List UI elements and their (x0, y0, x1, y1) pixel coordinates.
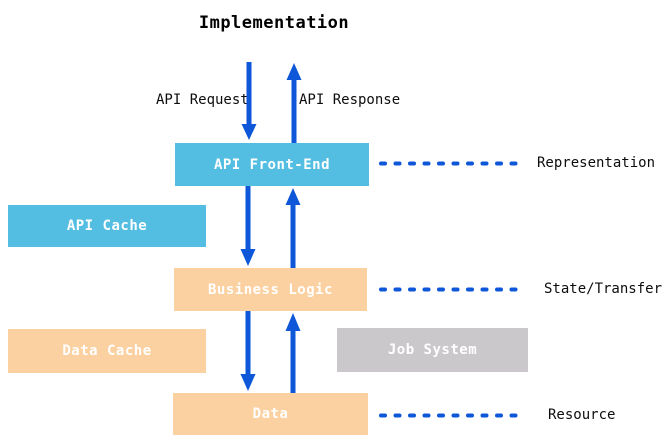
api-response-up-arrow (286, 63, 302, 143)
business-to-front-end-up-arrow (285, 188, 301, 268)
node-data-label: Data (252, 406, 289, 422)
api-response-label: API Response (299, 92, 401, 108)
front-end-to-business-down-arrow (240, 186, 256, 266)
state-transfer-layer-label: State/Transfer (544, 281, 663, 297)
node-data-cache-label: Data Cache (62, 343, 152, 359)
node-data-cache: Data Cache (8, 329, 206, 373)
node-api-cache: API Cache (8, 205, 206, 247)
resource-layer-label: Resource (548, 407, 616, 423)
representation-layer-label: Representation (537, 155, 656, 171)
data-to-business-up-arrow (285, 313, 301, 393)
node-job-system: Job System (337, 328, 528, 372)
node-job-system-label: Job System (387, 342, 478, 358)
node-business-logic: Business Logic (174, 268, 367, 311)
node-data: Data (173, 393, 368, 435)
api-request-down-arrow (241, 62, 257, 140)
node-api-front-end: API Front-End (175, 143, 369, 186)
diagram-title: Implementation (198, 13, 350, 33)
node-business-logic-label: Business Logic (207, 281, 333, 298)
api-request-label: API Request (156, 92, 249, 108)
node-api-cache-label: API Cache (66, 218, 148, 234)
business-to-data-down-arrow (240, 311, 256, 391)
node-api-front-end-label: API Front-End (213, 156, 331, 173)
